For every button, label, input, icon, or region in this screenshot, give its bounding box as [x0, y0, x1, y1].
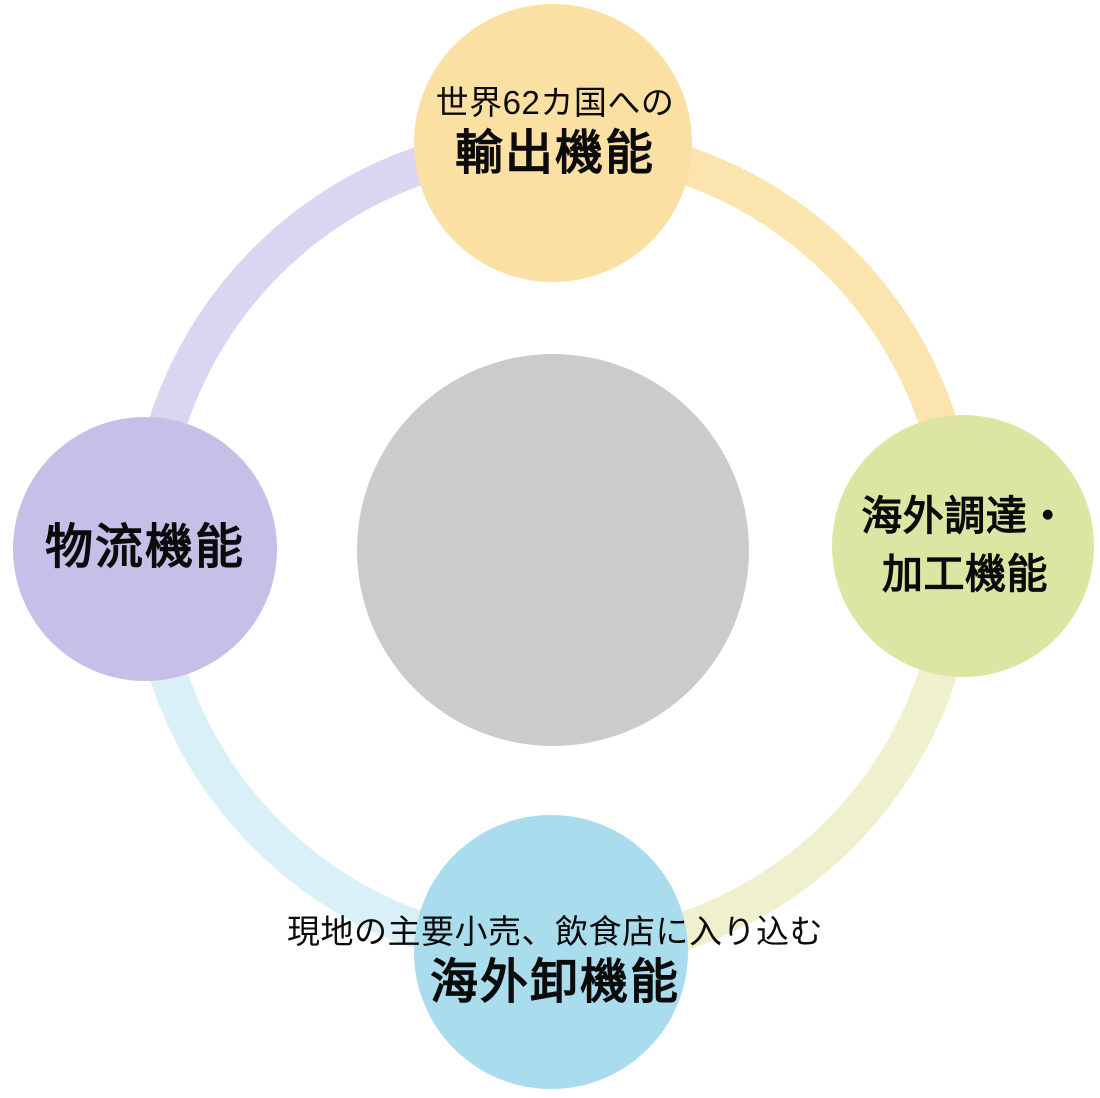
export-title: 輸出機能 [454, 127, 655, 180]
node-label-export: 世界62カ国への 輸出機能 [436, 82, 675, 184]
center-circle [357, 354, 749, 746]
node-circle-export [414, 4, 692, 282]
node-circle-overseas-procurement [832, 415, 1094, 677]
wholesale-title: 海外卸機能 [429, 956, 680, 1009]
node-label-logistics: 物流機能 [45, 518, 245, 578]
node-circle-logistics [13, 417, 277, 681]
procurement-title-line1: 海外調達・ [861, 493, 1069, 539]
procurement-title-line2: 加工機能 [882, 551, 1048, 597]
wholesale-subtitle: 現地の主要小売、飲食店に入り込む [287, 913, 823, 950]
node-circle-overseas-wholesale [414, 815, 688, 1089]
export-subtitle: 世界62カ国への [435, 84, 675, 121]
logistics-title: 物流機能 [44, 521, 246, 574]
node-label-overseas-procurement: 海外調達・ 加工機能 [861, 487, 1069, 603]
node-label-overseas-wholesale: 現地の主要小売、飲食店に入り込む 海外卸機能 [287, 911, 823, 1013]
